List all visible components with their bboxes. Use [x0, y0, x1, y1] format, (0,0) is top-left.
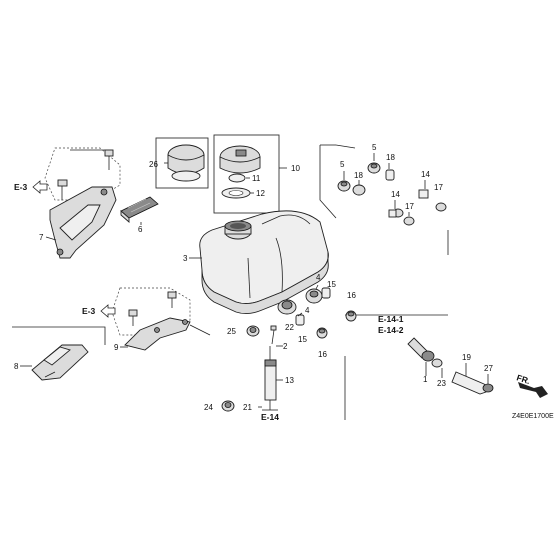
- part-label-16-a: 16: [347, 291, 356, 300]
- bracket-part-8: [20, 344, 89, 381]
- part-label-27: 27: [484, 364, 493, 373]
- part-label-15-a: 15: [327, 280, 336, 289]
- part-label-6: 6: [138, 225, 143, 234]
- part-label-16-b: 16: [318, 350, 327, 359]
- ref-label-e14-2: E-14-2: [378, 325, 404, 335]
- part-label-19: 19: [462, 353, 471, 362]
- part-label-12: 12: [256, 189, 265, 198]
- bolt-upper-left: [57, 149, 114, 200]
- ref-label-e14-1: E-14-1: [378, 314, 404, 324]
- part-label-5-a: 5: [372, 143, 377, 152]
- grommet-part-25: [246, 325, 260, 337]
- part-label-10: 10: [291, 164, 300, 173]
- ref-label-e3-upper: E-3: [14, 182, 28, 192]
- part-label-4-a: 4: [316, 273, 321, 282]
- part-label-15-b: 15: [298, 335, 307, 344]
- drawing-code: Z4E0E1700E: [512, 413, 554, 420]
- part-label-5-b: 5: [340, 160, 345, 169]
- ref-arrow-e3-upper: [32, 180, 48, 194]
- part-label-24: 24: [204, 403, 213, 412]
- part-label-21: 21: [243, 403, 252, 412]
- nut-part-24: [221, 400, 235, 412]
- part-label-22: 22: [285, 323, 294, 332]
- front-label: FR.: [515, 372, 531, 386]
- section-lines: [12, 144, 449, 420]
- part-label-2: 2: [283, 342, 288, 351]
- reference-labels: E-3 E-3 E-14-1 E-14-2 E-14 FR. Z4E0E1700…: [14, 182, 554, 422]
- part-label-8: 8: [14, 362, 19, 371]
- part-label-18-b: 18: [354, 171, 363, 180]
- part-label-9: 9: [114, 343, 119, 352]
- fuel-tube-part-19: [451, 363, 494, 395]
- cap-assembly-part-10: [213, 134, 287, 214]
- tank-bracket-part-7: [44, 147, 121, 259]
- damper-set-upper-right: [337, 153, 447, 226]
- part-label-4-b: 4: [305, 306, 310, 315]
- part-label-26: 26: [149, 160, 158, 169]
- part-label-13: 13: [285, 376, 294, 385]
- part-label-14-b: 14: [391, 190, 400, 199]
- ref-label-e3-lower: E-3: [82, 306, 96, 316]
- fuel-cap-part-26: [155, 137, 209, 189]
- fuel-tank-part-3: [189, 210, 329, 315]
- part-number-labels: 1 2 3 4 4 5 5 6 7 8 9 10 11 12 13 14 14 …: [14, 143, 493, 412]
- part-label-18-a: 18: [386, 153, 395, 162]
- fuel-cock-parts: [295, 284, 357, 339]
- part-label-11: 11: [252, 174, 261, 183]
- front-direction-arrow: [518, 382, 548, 398]
- ref-label-e14: E-14: [261, 412, 279, 422]
- part-label-1: 1: [423, 375, 428, 384]
- part-label-7: 7: [39, 233, 44, 242]
- part-label-3: 3: [183, 254, 188, 263]
- cushion-part-6: [120, 196, 159, 225]
- band-part-9: [111, 287, 211, 351]
- part-label-23: 23: [437, 379, 446, 388]
- part-label-17-b: 17: [405, 202, 414, 211]
- part-label-25: 25: [227, 327, 236, 336]
- fuel-joint-part-1: [407, 337, 443, 378]
- fuel-strainer-part-13: [258, 299, 297, 411]
- ref-arrow-e3-lower: [100, 304, 116, 318]
- part-label-14-a: 14: [421, 170, 430, 179]
- part-label-17-a: 17: [434, 183, 443, 192]
